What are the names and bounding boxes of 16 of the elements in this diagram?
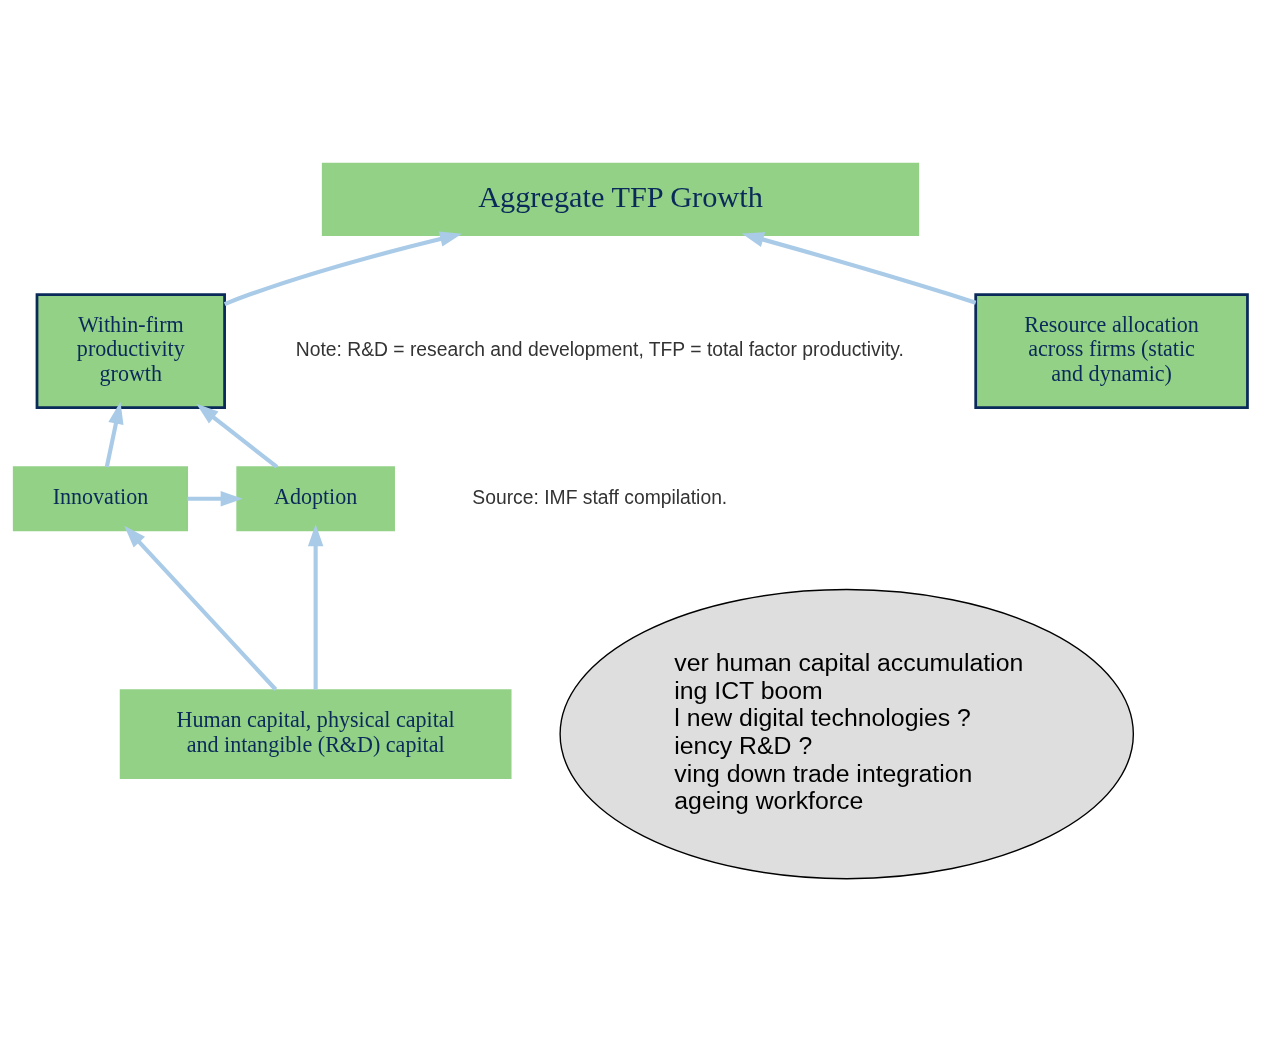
node-box: Aggregate TFP Growth bbox=[321, 162, 920, 236]
node-box: Innovation bbox=[12, 465, 189, 531]
label: Note: R&D = research and development, TFP = total factor productivity. bbox=[295, 338, 904, 360]
label: Source: IMF staff compilation. bbox=[472, 486, 728, 508]
arrow bbox=[223, 231, 463, 306]
node-box: Human capital, physical capital and intangible (R&D) capital bbox=[119, 688, 512, 779]
node-ellipse: ver human capital accumulation ing ICT boom l new digital technologies ? iency R&D ? ving down trade integration ageing workforce bbox=[559, 588, 1135, 879]
node-box: Adoption bbox=[236, 465, 395, 531]
arrow bbox=[124, 525, 278, 691]
node-box: Resource allocation across firms (static and dynamic) bbox=[974, 292, 1249, 409]
node-box: Within-firm productivity growth bbox=[35, 292, 226, 409]
arrow bbox=[187, 490, 243, 506]
arrow bbox=[104, 401, 124, 467]
arrow bbox=[196, 403, 279, 469]
arrow bbox=[307, 523, 324, 690]
arrow bbox=[741, 231, 977, 305]
